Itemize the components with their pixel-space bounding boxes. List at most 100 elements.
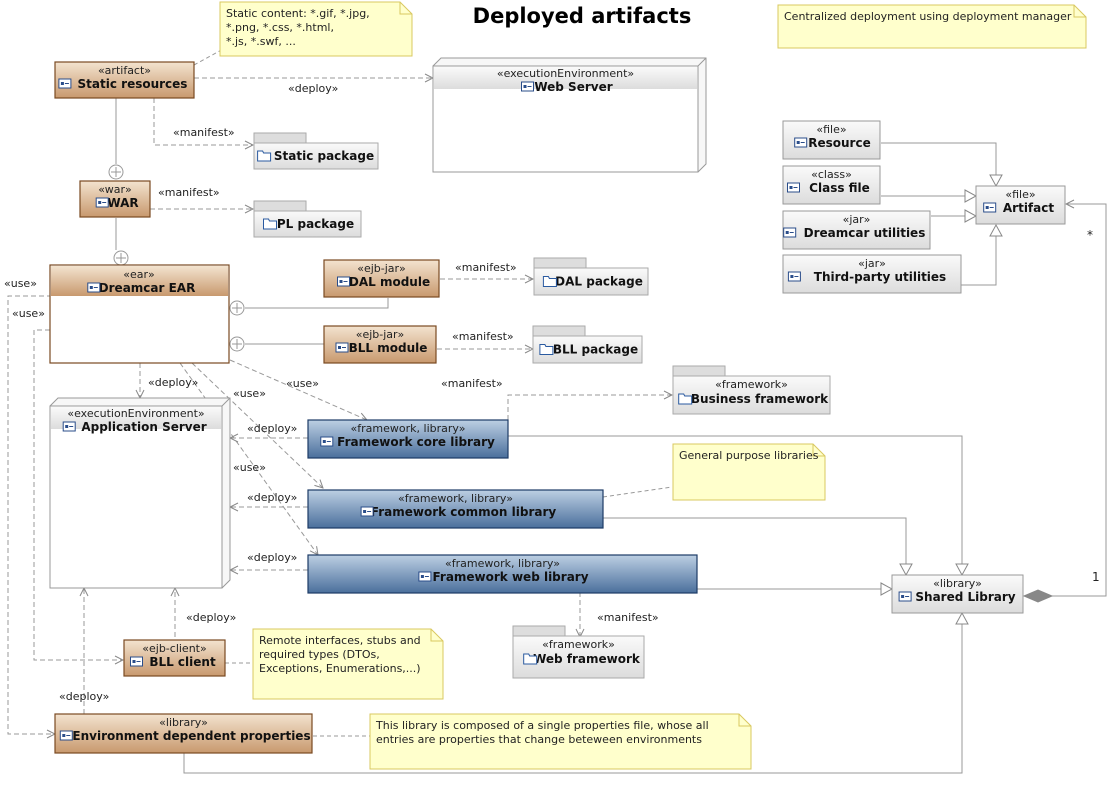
node-name: WAR	[107, 196, 138, 210]
bll-package[interactable]: BLL package	[532, 325, 643, 364]
node-name: Class file	[809, 181, 870, 195]
deploy-arrow	[191, 362, 323, 488]
artifact-icon	[521, 81, 534, 92]
resource-file[interactable]: «file»Resource	[782, 120, 881, 160]
war-artifact[interactable]: «war»WAR	[79, 180, 151, 218]
environment-properties-artifact[interactable]: «library»Environment dependent propertie…	[54, 713, 313, 754]
containment-markers	[108, 164, 245, 352]
stereotype-label: «war»	[98, 183, 132, 196]
stereotype-label: «artifact»	[98, 64, 151, 77]
note-text: Centralized deployment using deployment …	[784, 10, 1072, 23]
note-text: Remote interfaces, stubs and	[259, 634, 421, 647]
dal-module-artifact[interactable]: «ejb-jar»DAL module	[323, 259, 440, 298]
manifest-label: «manifest»	[441, 377, 503, 390]
folder-icon	[257, 150, 272, 162]
stereotype-label: «library»	[159, 716, 208, 729]
artifact-icon	[898, 591, 912, 602]
use-arrow	[33, 329, 123, 660]
web-server-node[interactable]: «executionEnvironment»Web Server	[432, 57, 707, 173]
deploy-label: «deploy»	[186, 611, 236, 624]
generalization-line	[508, 435, 969, 577]
note-text: *.png, *.css, *.html,	[226, 21, 334, 34]
static-resources-artifact[interactable]: «artifact»Static resources	[54, 61, 195, 99]
artifact-icon	[58, 78, 72, 89]
bll-client-artifact[interactable]: «ejb-client»BLL client	[123, 639, 226, 677]
artifact-icon	[320, 436, 334, 447]
use-label: «use»	[286, 377, 319, 390]
artifact-icon	[983, 202, 997, 213]
stereotype-label: «framework, library»	[398, 492, 513, 505]
manifest-arrow	[153, 98, 253, 145]
deploy-label: «deploy»	[288, 82, 338, 95]
dreamcar-ear-artifact[interactable]: «ear»Dreamcar EAR	[49, 264, 230, 364]
note-text: This library is composed of a single pro…	[375, 719, 709, 732]
artifact-file[interactable]: «file»Artifact	[975, 185, 1066, 225]
artifact-icon	[337, 276, 350, 287]
artifact-icon	[59, 730, 73, 741]
note-text: entries are properties that change betew…	[376, 733, 702, 746]
note-centralized-deployment: Centralized deployment using deployment …	[777, 4, 1087, 49]
node-name: Third-party utilities	[814, 270, 946, 284]
framework-core-library[interactable]: «framework, library»Framework core libra…	[307, 419, 509, 459]
static-package[interactable]: Static package	[253, 132, 379, 170]
composition-diamond	[1022, 589, 1054, 603]
note-anchor	[602, 486, 673, 498]
node-name: Shared Library	[915, 590, 1015, 604]
manifest-label: «manifest»	[158, 186, 220, 199]
manifest-label: «manifest»	[173, 126, 235, 139]
node-name: Framework core library	[337, 435, 495, 449]
stereotype-label: «ejb-client»	[142, 642, 206, 655]
stereotype-label: «library»	[933, 577, 982, 590]
dal-package[interactable]: DAL package	[533, 257, 649, 296]
manifest-arrow	[507, 395, 672, 420]
application-server-node[interactable]: «executionEnvironment»Application Server	[49, 397, 231, 589]
artifact-icon	[130, 656, 143, 667]
containment-circle	[229, 300, 245, 316]
generalization-line	[881, 142, 1003, 188]
manifest-label: «manifest»	[597, 611, 659, 624]
stereotype-label: «framework»	[542, 638, 615, 651]
use-label: «use»	[4, 277, 37, 290]
generalization-line	[603, 517, 913, 577]
artifact-icon	[95, 197, 109, 208]
package-name: Web framework	[533, 652, 641, 666]
bll-module-artifact[interactable]: «ejb-jar»BLL module	[323, 325, 437, 364]
stereotype-label: «file»	[1005, 188, 1035, 201]
folder-icon	[542, 276, 557, 287]
folder-icon	[539, 344, 554, 355]
third-party-utilities-jar[interactable]: «jar»Third-party utilities	[782, 254, 962, 294]
package-name: PL package	[277, 217, 354, 231]
containment-line	[245, 298, 389, 309]
deploy-label: «deploy»	[148, 376, 198, 389]
node-name: Dreamcar utilities	[804, 226, 926, 240]
artifact-icon	[787, 271, 801, 282]
stereotype-label: «jar»	[843, 213, 871, 226]
shared-library[interactable]: «library»Shared Library	[891, 574, 1024, 614]
class-file[interactable]: «class»Class file	[782, 165, 881, 205]
containment-circle	[229, 336, 245, 352]
web-framework-package[interactable]: «framework»Web framework	[512, 625, 645, 679]
artifact-icon	[418, 571, 432, 582]
framework-web-library[interactable]: «framework, library»Framework web librar…	[307, 554, 698, 594]
stereotype-label: «ear»	[123, 268, 155, 281]
stereotype-label: «executionEnvironment»	[497, 67, 634, 80]
deploy-label: «deploy»	[59, 690, 109, 703]
node-name: DAL module	[349, 275, 430, 289]
node-name: Environment dependent properties	[72, 729, 310, 743]
artifact-icon	[62, 421, 76, 432]
artifact-icon	[360, 506, 374, 517]
dreamcar-utilities-jar[interactable]: «jar»Dreamcar utilities	[782, 210, 931, 250]
composition-line	[1052, 204, 1107, 597]
business-framework-package[interactable]: «framework»Business framework	[672, 365, 831, 415]
note-text: Static content: *.gif, *.jpg,	[226, 7, 370, 20]
use-arrow	[229, 359, 367, 420]
pl-package[interactable]: PL package	[253, 200, 362, 238]
framework-common-library[interactable]: «framework, library»Framework common lib…	[307, 489, 604, 529]
note-general-purpose: General purpose libraries	[672, 443, 826, 501]
manifest-label: «manifest»	[455, 261, 517, 274]
stereotype-label: «jar»	[858, 257, 886, 270]
artifact-icon	[794, 137, 808, 148]
note-text: *.js, *.swf, ...	[226, 35, 296, 48]
